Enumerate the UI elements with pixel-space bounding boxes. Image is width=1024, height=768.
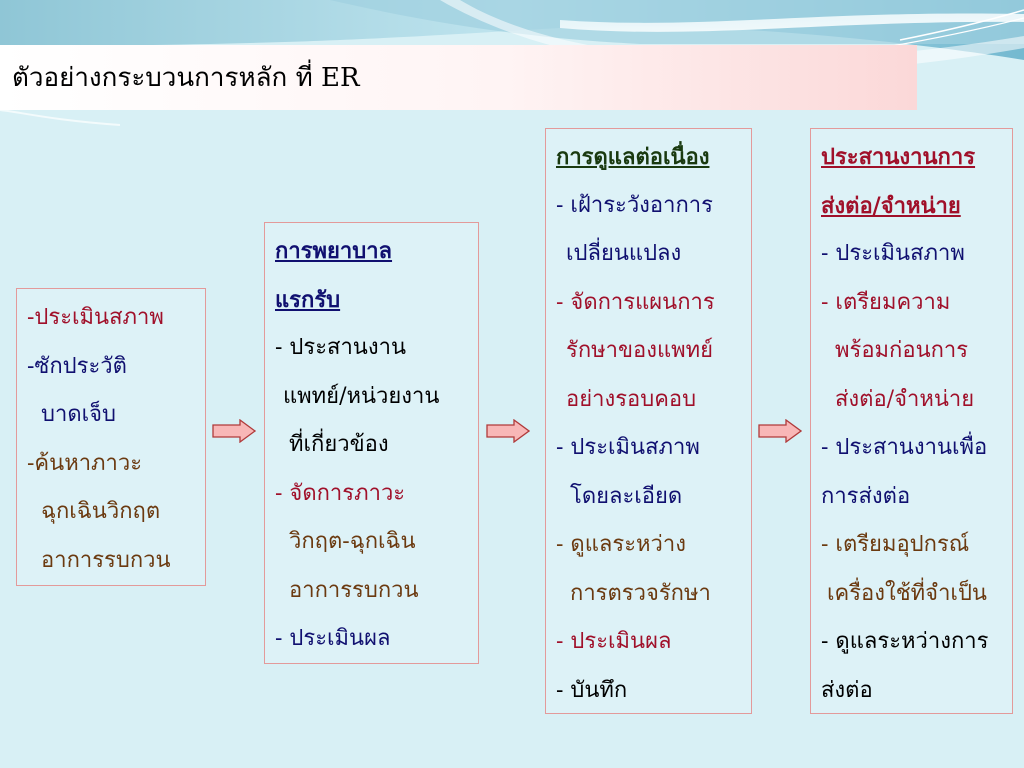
box2-heading: แรกรับ xyxy=(275,286,341,313)
box2-item: วิกฤต-ฉุกเฉิน xyxy=(289,529,416,554)
box2-item: อาการรบกวน xyxy=(289,577,419,603)
box4-item: พร้อมก่อนการ xyxy=(835,338,969,363)
box3-item: รักษาของแพทย์ xyxy=(566,338,714,363)
box4-heading: ประสานงานการ xyxy=(821,144,976,170)
box1-item: ฉุกเฉินวิกฤต xyxy=(41,499,161,524)
arrow-right-icon xyxy=(212,419,256,443)
box4-item: - เตรียมอุปกรณ์ xyxy=(821,532,970,557)
box1-item: -ซักประวัติ xyxy=(27,353,127,379)
box2-heading: การพยาบาล xyxy=(275,238,393,264)
slide-title: ตัวอย่างกระบวนการหลัก ที่ ER xyxy=(12,63,360,93)
box-continuous-care: การดูแลต่อเนื่อง - เฝ้าระวังอาการ เปลี่ย… xyxy=(545,128,752,714)
box3-item: เปลี่ยนแปลง xyxy=(566,241,682,266)
box2-item: แพทย์/หน่วยงาน xyxy=(283,383,440,409)
box3-item: โดยละเอียด xyxy=(570,483,683,509)
box3-item: - ประเมินผล xyxy=(556,629,672,654)
box-referral-discharge: ประสานงานการ ส่งต่อ/จำหน่าย - ประเมินสภา… xyxy=(810,128,1013,714)
box3-item: - เฝ้าระวังอาการ xyxy=(556,192,713,218)
box4-item: เครื่องใช้ที่จำเป็น xyxy=(827,580,987,606)
box-first-nursing: การพยาบาล แรกรับ - ประสานงาน แพทย์/หน่วย… xyxy=(264,222,479,664)
box4-item: ส่งต่อ xyxy=(821,677,873,703)
box1-item: อาการรบกวน xyxy=(41,547,171,573)
box4-heading: ส่งต่อ/จำหน่าย xyxy=(821,192,961,219)
box1-item: -ประเมินสภาพ xyxy=(27,305,164,330)
box2-item: - จัดการภาวะ xyxy=(275,480,406,506)
box1-item: บาดเจ็บ xyxy=(41,402,116,427)
arrow-right-icon xyxy=(758,419,802,443)
title-bar: ตัวอย่างกระบวนการหลัก ที่ ER xyxy=(0,45,917,110)
box2-item: - ประสานงาน xyxy=(275,335,406,360)
box4-item: - ประเมินสภาพ xyxy=(821,241,965,266)
box3-item: - ดูแลระหว่าง xyxy=(556,532,686,557)
box1-item: -ค้นหาภาวะ xyxy=(27,450,143,476)
box4-item: ส่งต่อ/จำหน่าย xyxy=(835,386,975,412)
box-initial-assessment: -ประเมินสภาพ -ซักประวัติ บาดเจ็บ -ค้นหาภ… xyxy=(16,288,206,586)
box3-heading: การดูแลต่อเนื่อง xyxy=(556,144,710,170)
box3-item: - บันทึก xyxy=(556,677,628,703)
box4-item: - ประสานงานเพื่อ xyxy=(821,435,988,460)
box2-item: ที่เกี่ยวข้อง xyxy=(289,432,389,457)
box4-item: การส่งต่อ xyxy=(821,483,911,509)
box4-item: - ดูแลระหว่างการ xyxy=(821,629,989,654)
box3-item: การตรวจรักษา xyxy=(570,580,711,606)
arrow-right-icon xyxy=(486,419,530,443)
box3-item: - ประเมินสภาพ xyxy=(556,435,700,460)
box4-item: - เตรียมความ xyxy=(821,289,951,315)
box2-item: - ประเมินผล xyxy=(275,626,391,651)
box3-item: อย่างรอบคอบ xyxy=(566,386,697,412)
box3-item: - จัดการแผนการ xyxy=(556,289,715,315)
